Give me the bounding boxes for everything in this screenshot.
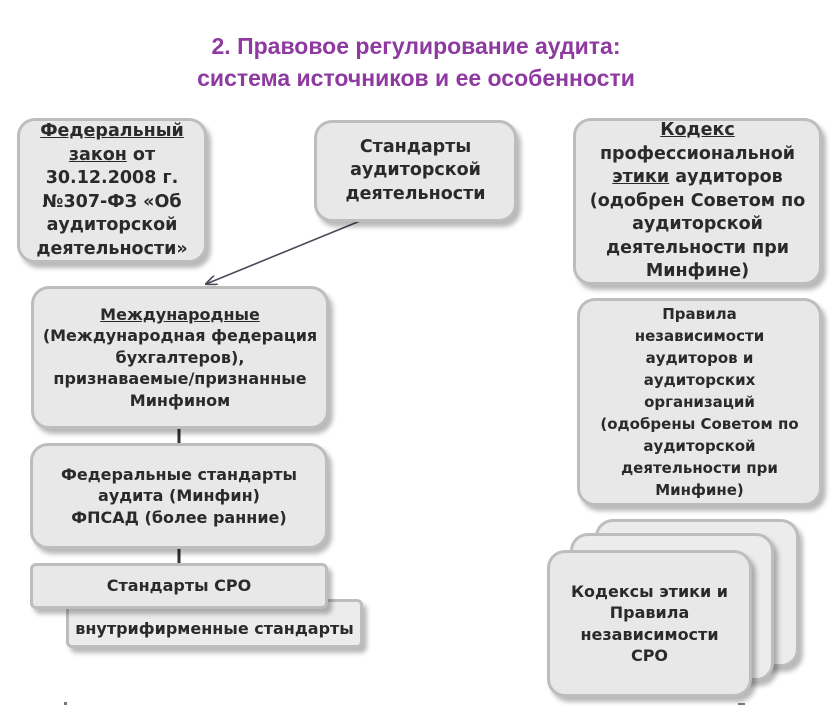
slide-title: 2. Правовое регулирование аудита: систем…	[0, 30, 832, 94]
footer-dot-left	[64, 702, 67, 705]
ethics-code-line-2: профессиональной	[599, 143, 796, 164]
independence-line-5: организаций	[644, 393, 755, 411]
audit-standards-box: Стандарты аудиторской деятельности	[314, 120, 517, 222]
federal-standards-line-3: ФПСАД (более ранние)	[71, 507, 287, 527]
international-line-4: признаваемые/признанные	[53, 369, 307, 389]
ethics-code-line-5: аудиторской	[632, 214, 763, 235]
audit-standards-line-1: Стандарты	[359, 136, 472, 157]
ethics-code-line-1: Кодекс	[660, 120, 735, 141]
independence-line-1: Правила	[662, 305, 737, 323]
independence-line-2: независимости	[634, 327, 765, 345]
independence-line-6: (одобрены Советом по	[600, 415, 799, 433]
sro-standards-box: Стандарты СРО	[30, 563, 328, 609]
arrow-standards-to-international	[206, 220, 361, 284]
audit-standards-line-2: аудиторской	[350, 160, 481, 181]
ethics-code-box: Кодекс профессиональной этики аудиторов …	[573, 118, 822, 285]
independence-line-7: аудиторской	[643, 437, 756, 455]
international-line-5: Минфином	[129, 390, 231, 410]
sro-standards-label: Стандарты СРО	[106, 576, 252, 596]
federal-standards-line-1: Федеральные стандарты	[60, 464, 298, 484]
international-line-1: Международные	[100, 304, 260, 324]
federal-standards-box: Федеральные стандарты аудита (Минфин) ФП…	[30, 443, 328, 549]
sro-ethics-box: Кодексы этики и Правила независимости СР…	[547, 550, 752, 697]
ethics-code-line-6: деятельности при	[606, 237, 789, 258]
federal-law-line-2: закон от	[69, 144, 155, 168]
federal-law-box: Федеральный закон от 30.12.2008 г. №307-…	[17, 118, 207, 263]
federal-law-word-law: закон	[68, 144, 127, 165]
federal-law-word-from: от	[126, 144, 156, 165]
independence-rules-box: Правила независимости аудиторов и аудито…	[577, 298, 822, 506]
ethics-code-line-4: (одобрен Советом по	[589, 190, 806, 211]
international-standards-box: Международные (Международная федерация б…	[31, 286, 329, 429]
international-line-2: (Международная федерация	[42, 326, 318, 346]
ethics-code-line-3: этики аудиторов	[612, 166, 782, 190]
audit-standards-line-3: деятельности	[345, 183, 486, 204]
federal-law-line-1: Федеральный	[40, 121, 184, 141]
independence-line-4: аудиторских	[643, 371, 756, 389]
federal-law-line-3: 30.12.2008 г.	[45, 168, 179, 188]
independence-line-8: деятельности при	[621, 459, 778, 477]
independence-line-9: Минфине)	[655, 481, 744, 499]
ethics-code-word-auditors: аудиторов	[669, 167, 783, 188]
ethics-code-line-7: Минфине)	[645, 261, 750, 282]
title-line-1: 2. Правовое регулирование аудита:	[211, 33, 621, 59]
sro-ethics-line-2: Правила	[609, 603, 690, 622]
international-line-3: бухгалтеров),	[115, 347, 245, 367]
federal-law-line-5: аудиторской	[46, 215, 178, 235]
internal-standards-label: внутрифирменные стандарты	[75, 618, 354, 638]
sro-ethics-line-1: Кодексы этики и	[570, 581, 729, 601]
federal-law-line-4: №307-ФЗ «Об	[42, 191, 182, 212]
federal-standards-line-2: аудита (Минфин)	[98, 486, 260, 506]
independence-line-3: аудиторов и	[645, 349, 754, 367]
federal-law-line-6: деятельности»	[36, 238, 188, 259]
sro-ethics-line-3: независимости	[580, 624, 719, 644]
ethics-code-word-ethics: этики	[612, 167, 670, 188]
sro-ethics-line-4: СРО	[630, 646, 669, 665]
title-line-2: система источников и ее особенности	[197, 65, 635, 91]
footer-dot-right	[738, 703, 745, 705]
